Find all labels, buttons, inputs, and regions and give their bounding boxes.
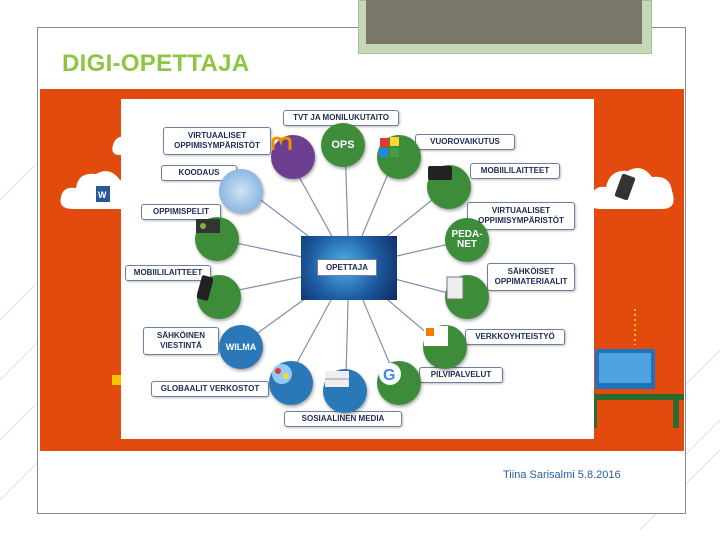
cloud-phone-icon xyxy=(590,168,674,209)
game-icon xyxy=(195,217,239,261)
wilma-node: WILMA xyxy=(219,325,263,369)
center-label: OPETTAJA xyxy=(317,259,377,276)
globe-code-icon xyxy=(219,169,263,213)
footer-author-date: Tiina Sarisalmi 5.8.2016 xyxy=(503,469,621,481)
phone-keyboard-icon xyxy=(427,165,471,209)
svg-text:W: W xyxy=(98,190,107,200)
label-mobile-right: MOBIILILAITTEET xyxy=(470,163,560,179)
slide-title: DIGI-OPETTAJA xyxy=(62,50,250,77)
ebook-icon xyxy=(445,275,489,319)
label-sahkoiset-materiaalit: SÄHKÖISET OPPIMATERIAALIT xyxy=(487,263,575,291)
phone-icon xyxy=(197,275,241,319)
label-virtual-right: VIRTUAALISET OPPIMISYMPÄRISTÖT xyxy=(467,202,575,230)
moodle-icon xyxy=(271,135,315,179)
blocks-icon xyxy=(377,135,421,179)
globe-network-icon xyxy=(269,361,313,405)
label-globaalit: GLOBAALIT VERKOSTOT xyxy=(151,381,269,397)
google-icon: G xyxy=(377,361,421,405)
svg-text:G: G xyxy=(383,367,395,384)
decorative-header-inner xyxy=(366,0,642,44)
diagram-panel: OPETTAJA TVT JA MONILUKUTAITO VIRTUAALIS… xyxy=(121,99,594,439)
label-mobile-left: MOBIILILAITTEET xyxy=(125,265,211,281)
label-pilvipalvelut: PILVIPALVELUT xyxy=(419,367,503,383)
label-verkkoyhteistyo: VERKKOYHTEISTYÖ xyxy=(465,329,565,345)
left-decoration xyxy=(112,375,124,385)
office-icon xyxy=(423,325,467,369)
label-sosiaalinen: SOSIAALINEN MEDIA xyxy=(284,411,402,427)
ops-node: OPS xyxy=(321,123,365,167)
label-oppimispelit: OPPIMISPELIT xyxy=(141,204,221,220)
desk-illustration xyxy=(585,309,684,428)
pedanet-node: PEDA- NET xyxy=(445,218,489,262)
label-virtual-left: VIRTUAALISET OPPIMISYMPÄRISTÖT xyxy=(163,127,271,155)
label-vuorovaikutus: VUOROVAIKUTUS xyxy=(415,134,515,150)
social-media-icon xyxy=(323,369,367,413)
label-sahkoinen-viestinta: SÄHKÖINEN VIESTINTÄ xyxy=(143,327,219,355)
